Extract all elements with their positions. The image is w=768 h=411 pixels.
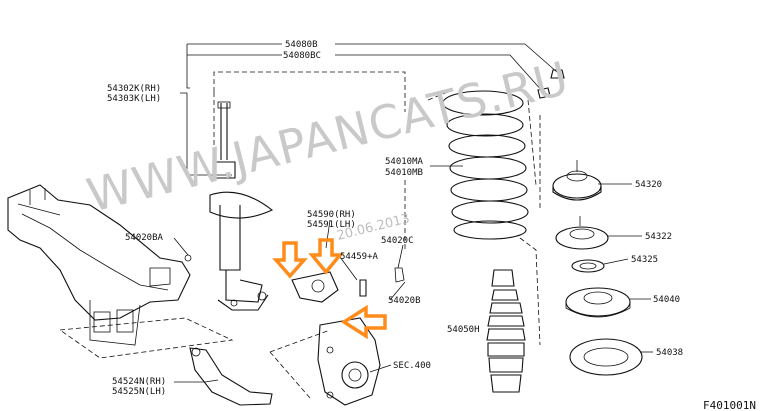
label-54080bc: 54080BC bbox=[283, 51, 321, 61]
dashed-group-lines bbox=[59, 71, 541, 399]
label-54302k: 54302K(RH) bbox=[107, 84, 161, 94]
figure-code: F401001N bbox=[703, 399, 756, 411]
label-54050h: 54050H bbox=[447, 325, 480, 335]
front-subframe bbox=[7, 184, 192, 346]
label-54325: 54325 bbox=[631, 255, 658, 265]
label-54322: 54322 bbox=[645, 232, 672, 242]
dust-boot bbox=[486, 269, 526, 393]
label-54591: 54591(LH) bbox=[307, 220, 356, 230]
label-54080b: 54080B bbox=[285, 40, 318, 50]
label-54010mb: 54010MB bbox=[385, 168, 423, 178]
highlight-arrow-down-right bbox=[308, 238, 344, 275]
label-54525n: 54525N(LH) bbox=[112, 387, 166, 397]
watermark-site: WWW.JAPANCATS.RU bbox=[82, 51, 575, 223]
lower-arm bbox=[189, 347, 273, 406]
steering-knuckle bbox=[317, 317, 381, 406]
label-54459a: 54459+A bbox=[340, 252, 379, 262]
label-54038: 54038 bbox=[656, 348, 683, 358]
label-54020b: 54020B bbox=[388, 296, 421, 306]
highlight-arrows bbox=[272, 238, 387, 340]
label-54040: 54040 bbox=[653, 295, 680, 305]
label-54320: 54320 bbox=[635, 180, 662, 190]
highlight-arrow-left bbox=[340, 304, 387, 340]
label-54303k: 54303K(LH) bbox=[107, 94, 161, 104]
leader-lines bbox=[173, 43, 653, 383]
coil-spring bbox=[442, 90, 529, 240]
label-54020ba: 54020BA bbox=[125, 233, 164, 243]
stabilizer-link bbox=[291, 267, 405, 303]
highlight-arrow-down-left bbox=[272, 241, 308, 279]
label-54020c: 54020C bbox=[381, 236, 414, 246]
label-54010ma: 54010MA bbox=[385, 157, 424, 167]
part-labels: 54080B 54080BC 54302K(RH) 54303K(LH) 540… bbox=[107, 40, 683, 397]
label-sec400: SEC.400 bbox=[393, 361, 431, 371]
label-54524n: 54524N(RH) bbox=[112, 377, 166, 387]
strut-assembly bbox=[209, 101, 274, 311]
label-54590: 54590(RH) bbox=[307, 210, 356, 220]
strut-mount-stack bbox=[537, 69, 643, 376]
